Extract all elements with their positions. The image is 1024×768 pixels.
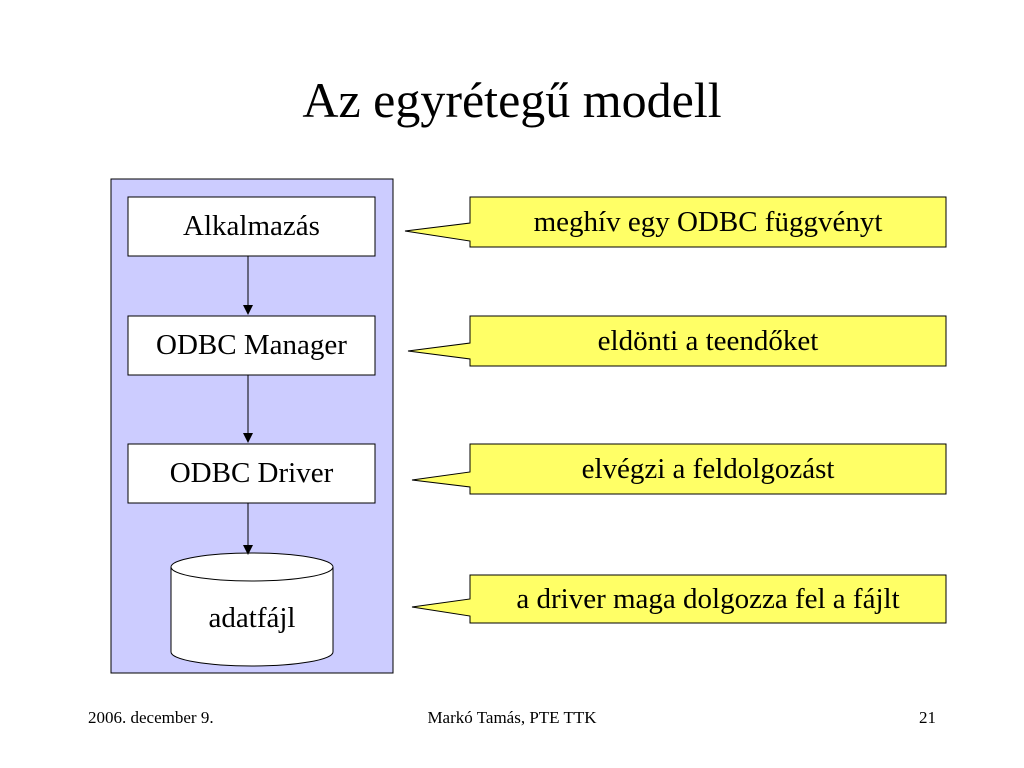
layer-box-odbc-manager (127, 315, 376, 376)
callout-bubble (411, 574, 947, 624)
layer-box-odbc-driver (127, 443, 376, 504)
layer-label-data-file: adatfájl (208, 602, 296, 634)
callout-label-driver-file: a driver maga dolgozza fel a fájlt (516, 583, 900, 615)
layer-label-odbc-driver: ODBC Driver (169, 457, 334, 489)
layer-box-application (127, 196, 376, 257)
footer-page-number: 21 (919, 708, 936, 727)
callout-bubble (411, 443, 947, 495)
callout-label-call-function: meghív egy ODBC függvényt (533, 206, 883, 238)
flow-arrow (243, 503, 253, 555)
callout-label-processing: elvégzi a feldolgozást (581, 453, 835, 485)
data-file-cylinder (170, 552, 334, 667)
callout-label-decide-tasks: eldönti a teendőket (597, 325, 819, 357)
flow-arrow (243, 256, 253, 315)
callout-bubble (404, 196, 947, 248)
flow-arrow (243, 375, 253, 443)
layer-label-odbc-manager: ODBC Manager (156, 329, 347, 361)
footer-date: 2006. december 9. (88, 708, 214, 727)
callout-bubble (407, 315, 947, 367)
footer-author: Markó Tamás, PTE TTK (427, 708, 597, 727)
layer-label-application: Alkalmazás (183, 210, 320, 242)
slide-title: Az egyrétegű modell (302, 72, 722, 128)
